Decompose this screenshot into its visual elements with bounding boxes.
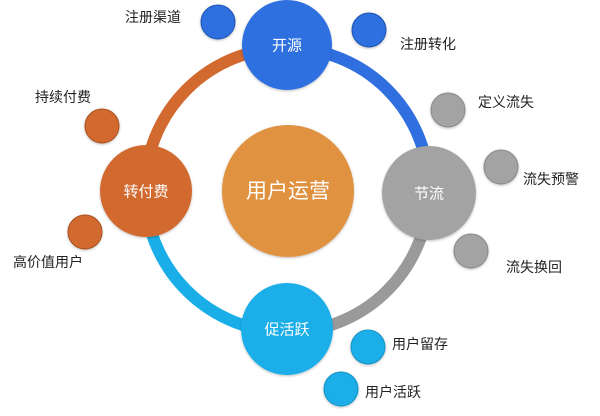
satellite-label-zhuce-qudao: 注册渠道: [125, 10, 181, 26]
node-cuhuoyue: 促活跃: [241, 283, 333, 375]
satellite-dot-zhuce-qudao: [200, 4, 236, 40]
satellite-dot-chixu-fufei: [84, 108, 120, 144]
satellite-dot-liushi-huanhui: [453, 233, 489, 269]
satellite-label-dingyi-liushi: 定义流失: [478, 95, 534, 111]
satellite-label-gaojiazhi-yonghu: 高价值用户: [13, 255, 83, 271]
satellite-dot-liushi-yujing: [483, 149, 519, 185]
satellite-dot-gaojiazhi-yonghu: [67, 214, 103, 250]
center-node: 用户运营: [222, 125, 354, 257]
satellite-label-liushi-yujing: 流失预警: [523, 172, 579, 188]
satellite-label-zhuce-zhuanhua: 注册转化: [400, 37, 456, 53]
satellite-label-liushi-huanhui: 流失换回: [506, 260, 562, 276]
node-label-cuhuoyue: 促活跃: [264, 321, 309, 339]
node-kaiyuan: 开源: [242, 0, 332, 90]
satellite-dot-yonghu-huoyue: [323, 371, 359, 407]
satellite-label-yonghu-liucun: 用户留存: [392, 337, 448, 353]
satellite-dot-dingyi-liushi: [430, 92, 466, 128]
node-label-kaiyuan: 开源: [272, 37, 302, 55]
node-label-jieliu: 节流: [414, 185, 444, 203]
center-label: 用户运营: [246, 179, 330, 203]
satellite-label-yonghu-huoyue: 用户活跃: [365, 385, 421, 401]
satellite-dot-yonghu-liucun: [350, 329, 386, 365]
node-label-zhuanfufei: 转付费: [123, 183, 168, 201]
node-zhuanfufei: 转付费: [100, 145, 192, 237]
satellite-dot-zhuce-zhuanhua: [351, 12, 387, 48]
node-jieliu: 节流: [382, 146, 476, 240]
satellite-label-chixu-fufei: 持续付费: [35, 90, 91, 106]
